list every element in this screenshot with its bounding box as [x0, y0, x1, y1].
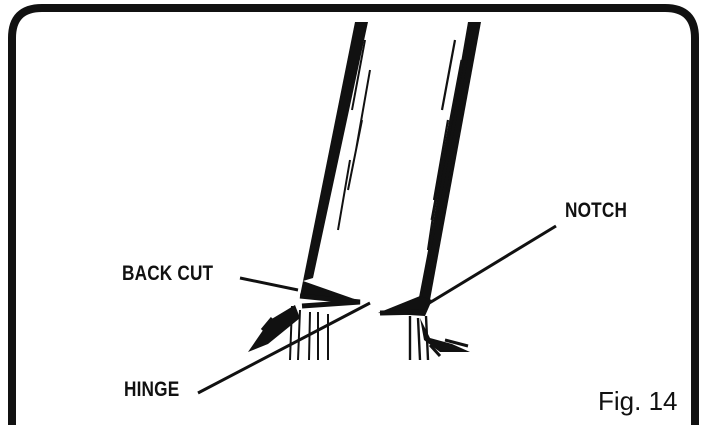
hinge-leader-line	[197, 301, 371, 395]
back-cut-leader-line	[239, 276, 299, 292]
figure-caption: Fig. 14	[598, 386, 678, 416]
tree-trunk-upper	[303, 22, 481, 301]
tree-stump	[248, 305, 470, 361]
notch-label: NOTCH	[565, 199, 628, 222]
hinge-label: HINGE	[124, 378, 180, 401]
notch-leader-line	[425, 224, 557, 307]
figure-frame	[8, 4, 699, 425]
back-cut-label: BACK CUT	[122, 262, 214, 285]
